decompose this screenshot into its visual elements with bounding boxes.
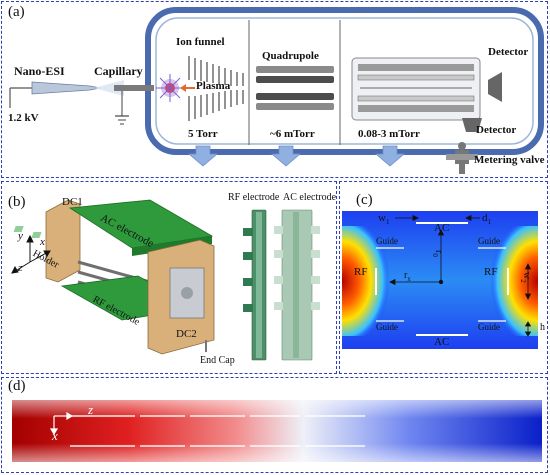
panel-a-frame xyxy=(1,1,548,178)
dc1-label: DC1 xyxy=(62,196,83,208)
panel-c-label: (c) xyxy=(356,192,373,208)
capillary-label: Capillary xyxy=(94,64,143,78)
nano-esi-label: Nano-ESI xyxy=(14,64,65,78)
ac-electrode-photo xyxy=(274,209,320,361)
guide-bottom-right-label: Guide xyxy=(478,322,500,332)
rf-right-label: RF xyxy=(484,266,498,278)
capillary-tube xyxy=(114,85,154,91)
panel-d-label: (d) xyxy=(8,378,26,394)
panel-d-frame xyxy=(1,377,548,473)
detector-bottom-icon xyxy=(462,118,482,132)
photo-rf-label: RF electrode xyxy=(228,192,280,203)
ion-funnel-label: Ion funnel xyxy=(176,36,225,48)
w1-label: w1 xyxy=(378,212,390,227)
pressure-stage-1: 5 Torr xyxy=(188,128,218,140)
axis-z-label: z xyxy=(18,262,23,274)
quadrupole-rods xyxy=(256,66,334,110)
metering-valve-label: Metering valve xyxy=(474,154,545,166)
panel-b-frame xyxy=(1,181,337,374)
panel-a-schematic xyxy=(9,7,544,174)
ac-bottom-label: AC xyxy=(434,336,450,348)
panel-d-axis-z: z xyxy=(88,402,94,417)
detector-bottom-label: Detector xyxy=(476,124,517,136)
pressure-stage-3: 0.08-3 mTorr xyxy=(358,128,420,140)
guide-top-right-label: Guide xyxy=(478,236,500,246)
quadrupole-label: Quadrupole xyxy=(262,50,319,62)
panel-d-axis-x: x xyxy=(52,428,58,443)
plasma-burst xyxy=(156,74,184,102)
dc2-label: DC2 xyxy=(176,328,197,340)
rx-label: rx xyxy=(404,270,411,283)
pump-arrow-1 xyxy=(187,145,219,167)
panel-a-label: (a) xyxy=(8,4,25,20)
nano-esi-emitter xyxy=(31,81,101,95)
d1-label: d1 xyxy=(482,212,491,227)
pump-arrow-2 xyxy=(270,145,302,167)
linear-ion-trap xyxy=(351,57,481,121)
detector-top-label: Detector xyxy=(488,46,529,58)
guide-top-left-label: Guide xyxy=(376,236,398,246)
rf-left-label: RF xyxy=(354,266,368,278)
pressure-stage-2: ~6 mTorr xyxy=(270,128,315,140)
ion-funnel xyxy=(188,56,244,121)
plasma-label: Plasma xyxy=(196,80,231,92)
h-label: h xyxy=(540,322,545,333)
voltage-label: 1.2 kV xyxy=(8,112,39,124)
detector-top-icon xyxy=(488,72,502,102)
panel-c-frame xyxy=(339,181,548,374)
axis-x-label: x xyxy=(40,236,45,248)
guide-bottom-left-label: Guide xyxy=(376,322,398,332)
ac-top-label: AC xyxy=(434,222,450,234)
panel-b-label: (b) xyxy=(8,194,26,210)
metering-valve-icon xyxy=(446,142,478,174)
axis-y-label: y xyxy=(18,230,23,242)
pump-arrow-3 xyxy=(374,145,406,167)
rf-electrode-photo xyxy=(243,209,267,361)
end-cap-label: End Cap xyxy=(200,355,235,366)
photo-ac-label: AC electrode xyxy=(283,192,337,203)
